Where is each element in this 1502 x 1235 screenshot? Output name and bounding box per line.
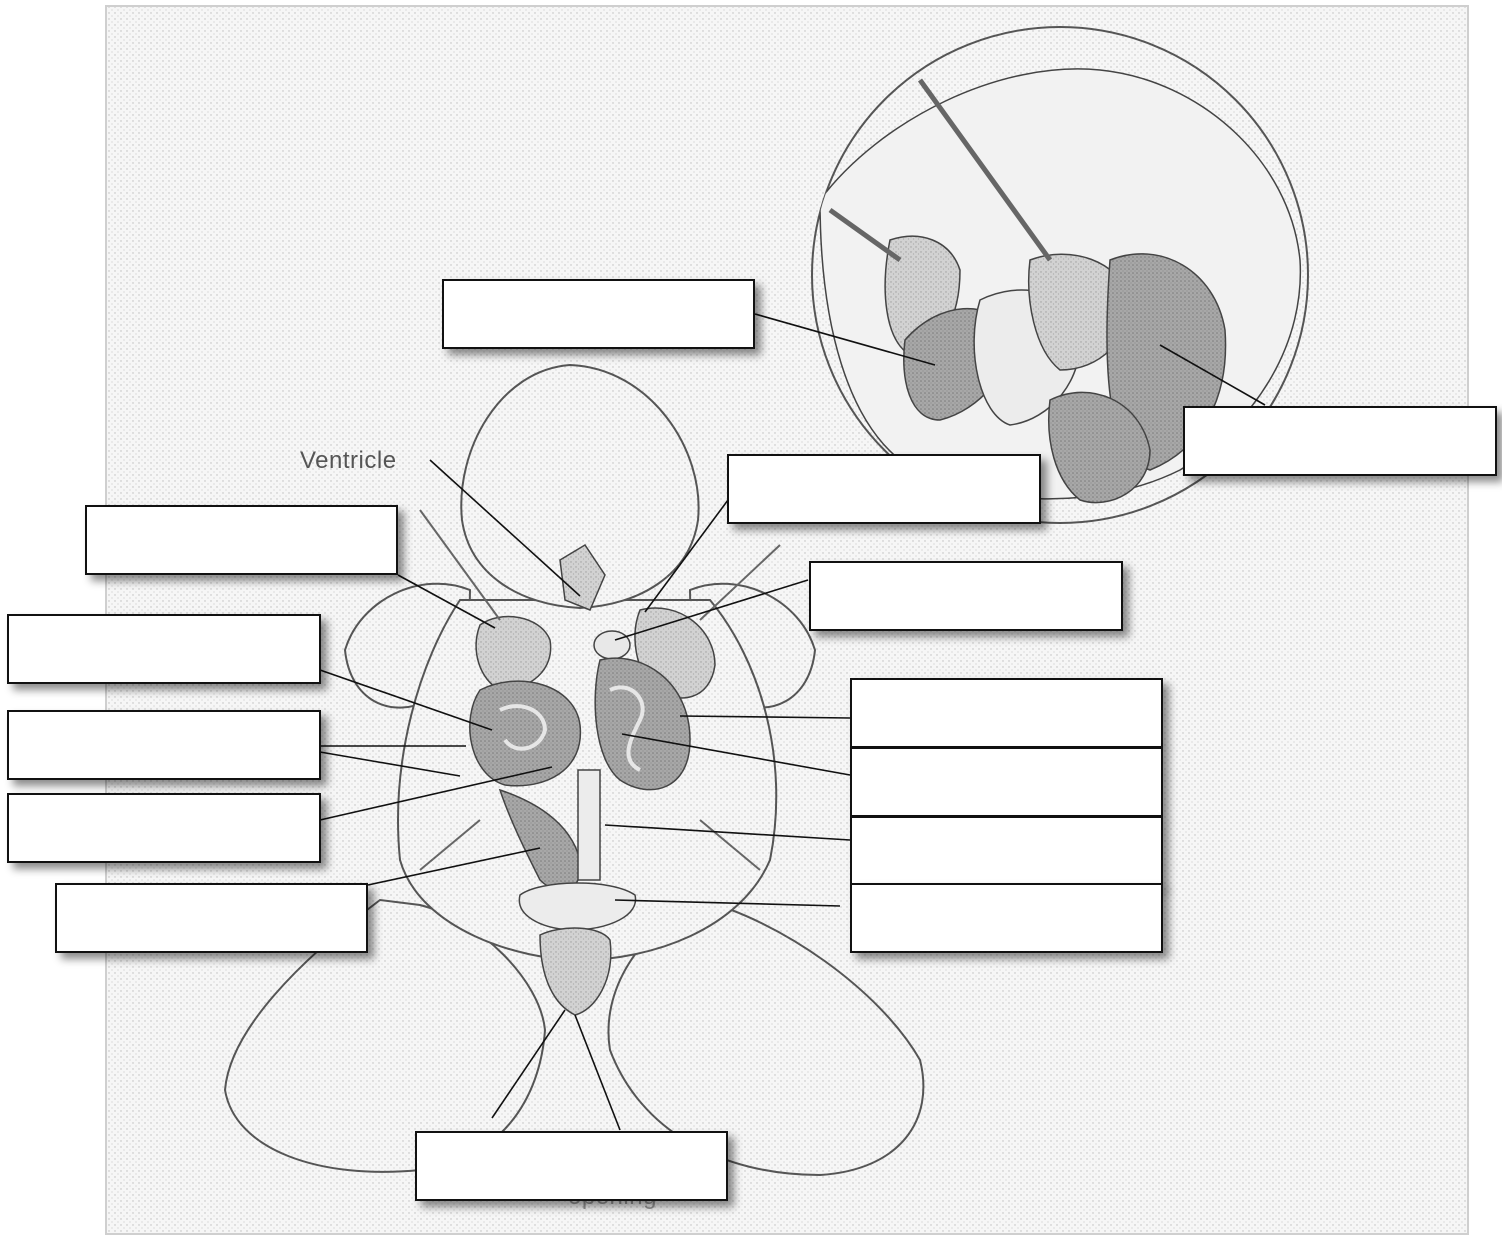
gall-bladder [594,631,630,659]
ventricle-label: Ventricle [300,447,397,475]
spine-region [578,770,600,880]
answer-box-left-1[interactable] [85,505,398,575]
answer-box-left-5[interactable] [55,883,368,953]
answer-box-left-3[interactable] [7,710,321,780]
answer-box-right-5[interactable] [850,883,1163,953]
answer-box-right-4[interactable] [850,816,1163,886]
answer-box-right-2[interactable] [850,678,1163,748]
answer-box-left-4[interactable] [7,793,321,863]
answer-box-center-top[interactable] [727,454,1041,524]
answer-box-inset-top[interactable] [442,279,755,349]
answer-box-left-2[interactable] [7,614,321,684]
answer-box-right-3[interactable] [850,747,1163,817]
small-intestine [470,681,581,786]
answer-box-inset-right[interactable] [1183,406,1497,476]
answer-box-right-1[interactable] [809,561,1123,631]
answer-box-bottom[interactable] [415,1131,728,1201]
